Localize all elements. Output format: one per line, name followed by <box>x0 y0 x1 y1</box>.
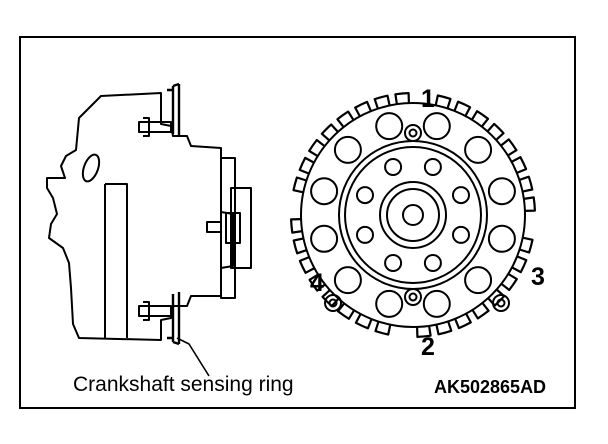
lightening-hole <box>333 266 362 295</box>
ring-tooth <box>519 236 534 254</box>
hub-holes <box>356 158 470 272</box>
hub-hole <box>384 254 403 272</box>
lightening-hole <box>487 177 516 206</box>
ring-tooth <box>308 138 326 158</box>
bolt-number-1: 1 <box>421 85 435 113</box>
mounting-bolt-head <box>496 298 506 308</box>
center-boss-inner <box>386 188 440 242</box>
ring-tooth <box>298 256 315 274</box>
hub-inner <box>225 212 241 244</box>
mounting-bolt-head <box>328 298 338 308</box>
lightening-hole <box>375 112 404 141</box>
lightening-hole <box>310 177 339 206</box>
hub-ring-inner <box>344 146 482 284</box>
leader-line <box>176 337 210 377</box>
oil-hole <box>81 153 101 183</box>
ring-tooth <box>336 110 355 128</box>
ring-tooth <box>290 218 303 234</box>
lightening-hole <box>422 289 451 318</box>
hub-hole <box>384 158 403 176</box>
ring-tooth <box>523 196 536 212</box>
ring-tooth <box>511 156 528 174</box>
hub-hole <box>423 158 442 176</box>
mounting-bolt <box>404 288 422 306</box>
hub-boss <box>230 187 252 269</box>
hub-hole <box>356 225 374 244</box>
ring-tooth <box>416 325 432 338</box>
lightening-holes <box>310 112 516 318</box>
ring-tooth <box>354 100 372 117</box>
mounting-bolt-head <box>408 128 418 138</box>
hub-ring <box>338 140 488 290</box>
mounting-bolt <box>492 294 510 312</box>
hub-hole <box>452 225 470 244</box>
figure-code: AK502865AD <box>434 377 547 397</box>
lightening-hole <box>487 224 516 253</box>
lightening-hole <box>375 289 404 318</box>
sensing-ring-top <box>167 82 181 136</box>
hub-hole <box>452 186 470 205</box>
ring-tooth <box>373 94 391 110</box>
ring-tooth <box>292 237 308 255</box>
ring-tooth <box>453 100 472 117</box>
mounting-bolt <box>404 124 422 142</box>
ring-tooth <box>470 110 490 128</box>
ring-tooth <box>511 255 528 274</box>
mounting-bolt-head <box>408 292 418 302</box>
center-bore <box>402 204 424 226</box>
ring-tooth <box>374 321 392 336</box>
sensing-ring-bottom <box>167 292 181 346</box>
ring-tooth <box>518 175 534 193</box>
mounting-bolt <box>324 294 342 312</box>
ring-tooth <box>471 302 490 320</box>
ring-tooth <box>435 320 453 336</box>
lightening-hole <box>464 135 493 164</box>
bolt-number-4: 4 <box>310 269 324 297</box>
ring-tooth <box>308 273 326 292</box>
ring-tooth <box>394 92 410 105</box>
snout-bolt <box>206 221 222 233</box>
ring-tooth <box>298 156 315 175</box>
bottom-bolt <box>138 301 172 321</box>
ring-tooth <box>454 313 472 330</box>
ring-tooth <box>320 123 339 142</box>
center-boss <box>379 181 447 249</box>
lightening-hole <box>422 112 451 141</box>
ring-tooth <box>434 94 452 109</box>
figure-frame: 1 2 3 4 Crankshaft sensing ring AK502865… <box>19 36 576 409</box>
crankshaft-side-outline <box>46 92 234 341</box>
front-view <box>290 92 536 338</box>
hub-hole <box>423 254 442 272</box>
ring-tooth <box>486 122 505 141</box>
ring-tooth <box>336 302 356 320</box>
ring-tooth <box>500 138 518 157</box>
lightening-hole <box>333 135 362 164</box>
bolt-number-3: 3 <box>531 263 545 291</box>
bolt-number-2: 2 <box>421 333 435 361</box>
mounting-bolts <box>324 124 510 312</box>
crankshaft-diagram: 1 2 3 4 <box>46 82 545 377</box>
ring-outer <box>300 102 526 328</box>
top-bolt <box>138 117 172 137</box>
ring-tooth <box>354 313 373 330</box>
hub-hole <box>356 186 374 205</box>
lightening-hole <box>310 224 339 253</box>
lightening-hole <box>464 266 493 295</box>
ring-tooth <box>292 176 307 194</box>
counterweight-slot <box>104 183 128 338</box>
ring-tooth <box>500 272 518 292</box>
side-view <box>46 82 252 377</box>
sensing-ring-caption: Crankshaft sensing ring <box>73 373 294 396</box>
